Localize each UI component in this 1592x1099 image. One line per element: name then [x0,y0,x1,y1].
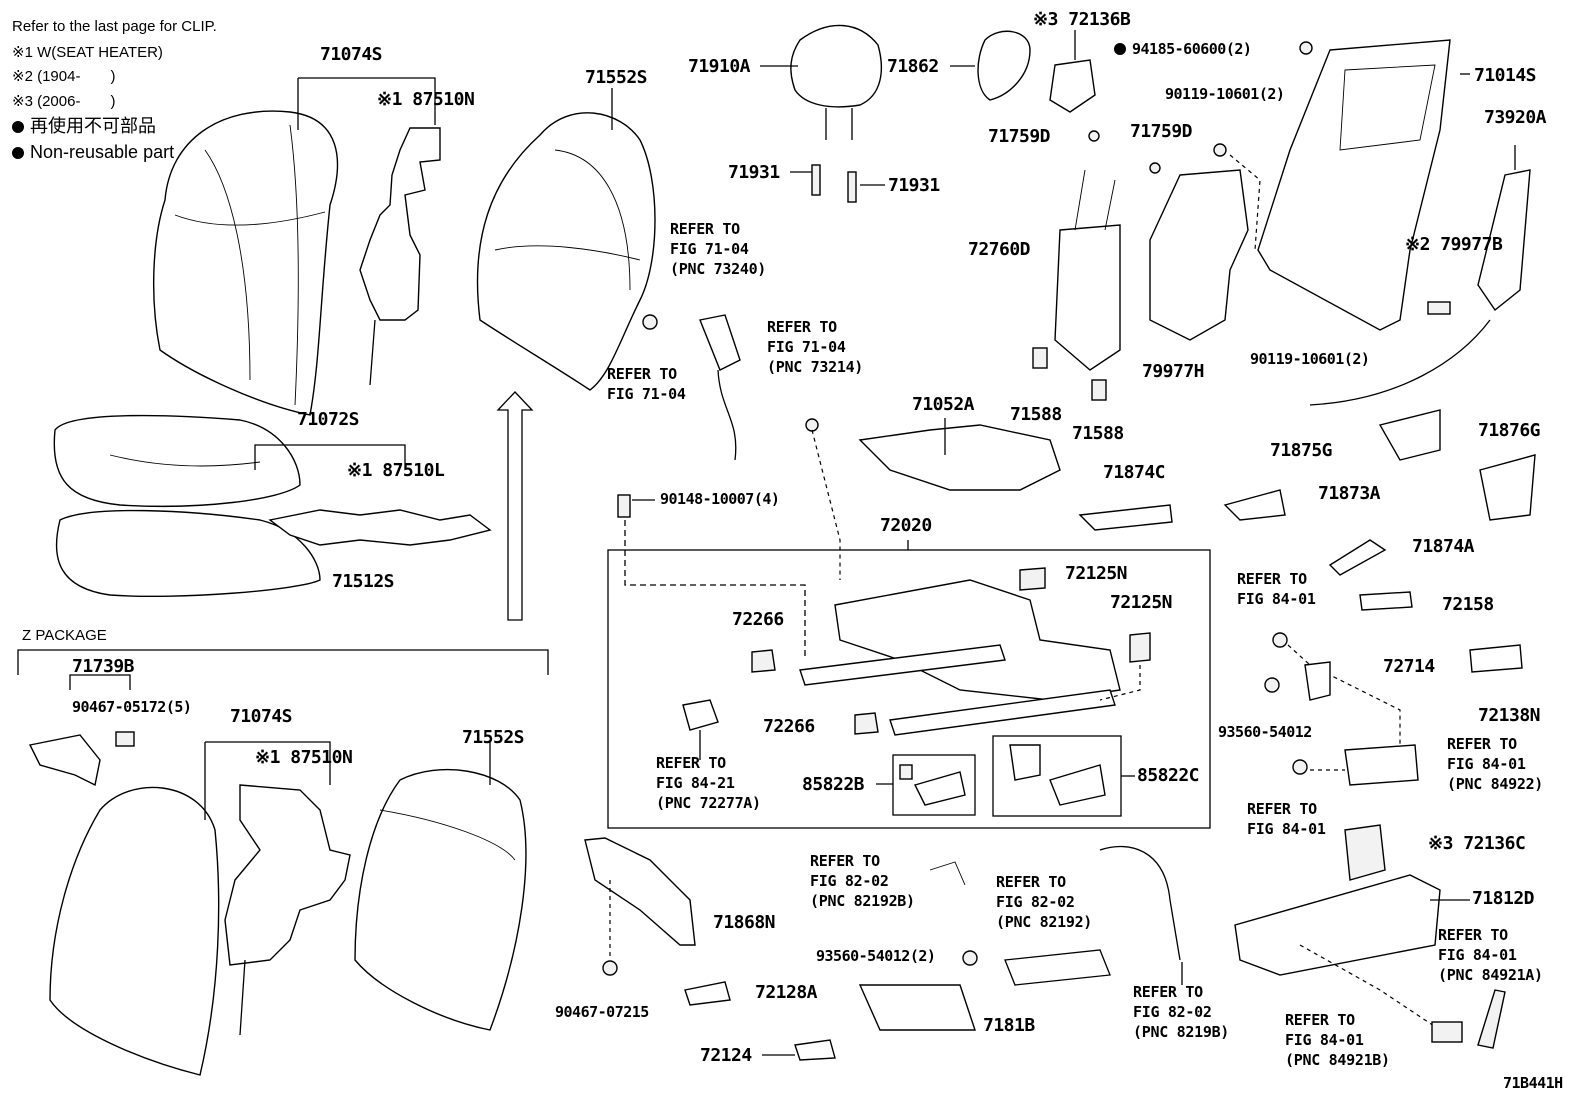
bottom-center-parts [584,837,1183,1061]
side-airbag-73920A [1309,145,1531,406]
part-label[interactable]: 72760D [968,239,1031,260]
part-label[interactable]: 71931 [728,162,780,183]
refer-to-fig-82-02-pnc-82192[interactable]: REFER TO FIG 82-02 (PNC 82192) [996,873,1093,931]
pad-79977H [1088,130,1249,341]
part-label[interactable]: ※3 72136B [1033,9,1131,30]
part-label[interactable]: ※1 87510L [347,460,445,481]
part-label[interactable]: 71052A [912,394,975,415]
part-label[interactable]: 71588 [1072,423,1124,444]
part-label[interactable]: 79977H [1142,361,1205,382]
note-seat-heater: ※1 W(SEAT HEATER) [12,44,163,61]
part-label[interactable]: 90119-10601(2) [1250,350,1370,368]
part-label[interactable]: ※3 72136C [1428,833,1526,854]
refer-to-fig-84-01-b[interactable]: REFER TO FIG 84-01 [1247,800,1326,838]
bullet-icon [12,147,24,159]
assembly-arrow [496,391,534,621]
part-label[interactable]: 72138N [1478,705,1541,726]
part-label[interactable]: 71874A [1412,536,1475,557]
part-label[interactable]: 72158 [1442,594,1494,615]
note-date-2006: ※3 (2006- ) [12,93,116,110]
part-label[interactable]: 71874C [1103,462,1166,483]
part-label[interactable]: 71759D [988,126,1051,147]
part-label[interactable]: 71074S [230,706,293,727]
part-label[interactable]: 72020 [880,515,932,536]
refer-to-fig-82-02-pnc-8219B[interactable]: REFER TO FIG 82-02 (PNC 8219B) [1133,983,1230,1041]
part-label[interactable]: 71588 [1010,404,1062,425]
diagram-id: 71B441H [1503,1074,1563,1092]
part-label[interactable]: 93560-54012(2) [816,947,936,965]
refer-to-fig-71-04[interactable]: REFER TO FIG 71-04 [607,365,686,403]
part-label[interactable]: 72266 [763,716,815,737]
part-label-non-reusable[interactable]: 94185-60600(2) [1114,41,1252,58]
part-label[interactable]: 71876G [1478,420,1541,441]
part-label[interactable]: 71552S [585,67,648,88]
part-label[interactable]: ※2 79977B [1405,234,1503,255]
refer-to-fig-84-01-pnc-84921B[interactable]: REFER TO FIG 84-01 (PNC 84921B) [1285,1011,1390,1069]
part-label[interactable]: 71074S [320,44,383,65]
seat-heater-87510N-upper [359,127,441,386]
part-label[interactable]: 71862 [887,56,939,77]
part-label[interactable]: 71014S [1474,65,1537,86]
part-label[interactable]: 71868N [713,912,776,933]
seat-cushion-covers [53,414,492,598]
part-label[interactable]: ※1 87510N [377,89,475,110]
headrest-71910A [760,24,885,203]
part-label[interactable]: 71739B [72,656,135,677]
part-label[interactable]: 71910A [688,56,751,77]
part-label[interactable]: 71552S [462,727,525,748]
seatback-frame-71014S [1213,39,1470,331]
z-package-heading: Z PACKAGE [22,627,107,644]
note-date-1904: ※2 (1904- ) [12,68,116,85]
part-label[interactable]: 72125N [1065,563,1128,584]
refer-to-fig-84-01-pnc-84922[interactable]: REFER TO FIG 84-01 (PNC 84922) [1447,735,1544,793]
clip-note: Refer to the last page for CLIP. [12,18,217,35]
seatbelt-buckle [642,314,841,580]
part-label[interactable]: 90467-07215 [555,1003,649,1021]
part-label[interactable]: 72714 [1383,656,1435,677]
refer-to-fig-71-04-pnc-73214[interactable]: REFER TO FIG 71-04 (PNC 73214) [767,318,864,376]
part-label[interactable]: 93560-54012 [1218,723,1312,741]
part-label[interactable]: 71875G [1270,440,1333,461]
bolt-90148 [617,494,655,518]
part-label[interactable]: 73920A [1484,107,1547,128]
part-label[interactable]: 85822C [1137,765,1200,786]
z-package-bracket [17,649,549,690]
part-label[interactable]: 90467-05172(5) [72,698,192,716]
small-covers-top [950,30,1096,113]
refer-to-fig-82-02-pnc-82192B[interactable]: REFER TO FIG 82-02 (PNC 82192B) [810,852,915,910]
part-label[interactable]: 72124 [700,1045,752,1066]
part-label[interactable]: ※1 87510N [255,747,353,768]
part-label[interactable]: 71931 [888,175,940,196]
seat-track-assy-72020 [607,520,1211,829]
seatback-pad-71552S-upper [476,88,656,391]
bullet-icon [12,121,24,133]
part-label[interactable]: 71072S [297,409,360,430]
part-label[interactable]: 72128A [755,982,818,1003]
part-label[interactable]: 71759D [1130,121,1193,142]
lumbar-support-72760D [1032,169,1121,401]
part-label[interactable]: 7181B [983,1015,1035,1036]
refer-to-fig-71-04-pnc-73240[interactable]: REFER TO FIG 71-04 (PNC 73240) [670,220,767,278]
legend-non-reusable-jp: 再使用不可部品 [12,117,156,135]
switch-and-trim-parts [1223,409,1536,1049]
part-label[interactable]: 72266 [732,609,784,630]
legend-non-reusable-en: Non-reusable part [12,143,174,161]
z-package-seatback [28,731,527,1076]
part-label[interactable]: 90119-10601(2) [1165,85,1285,103]
seatback-cover-71074S [153,77,436,416]
part-label[interactable]: 90148-10007(4) [660,490,780,508]
refer-to-fig-84-21-pnc-72277A[interactable]: REFER TO FIG 84-21 (PNC 72277A) [656,754,761,812]
non-reusable-icon [1114,43,1126,55]
refer-to-fig-84-01-pnc-84921A[interactable]: REFER TO FIG 84-01 (PNC 84921A) [1438,926,1543,984]
part-label[interactable]: 72125N [1110,592,1173,613]
part-label[interactable]: 85822B [802,774,865,795]
harness-71052A [858,418,1173,531]
part-label[interactable]: 71873A [1318,483,1381,504]
part-label[interactable]: 71512S [332,571,395,592]
part-label[interactable]: 71812D [1472,888,1535,909]
refer-to-fig-84-01-a[interactable]: REFER TO FIG 84-01 [1237,570,1316,608]
